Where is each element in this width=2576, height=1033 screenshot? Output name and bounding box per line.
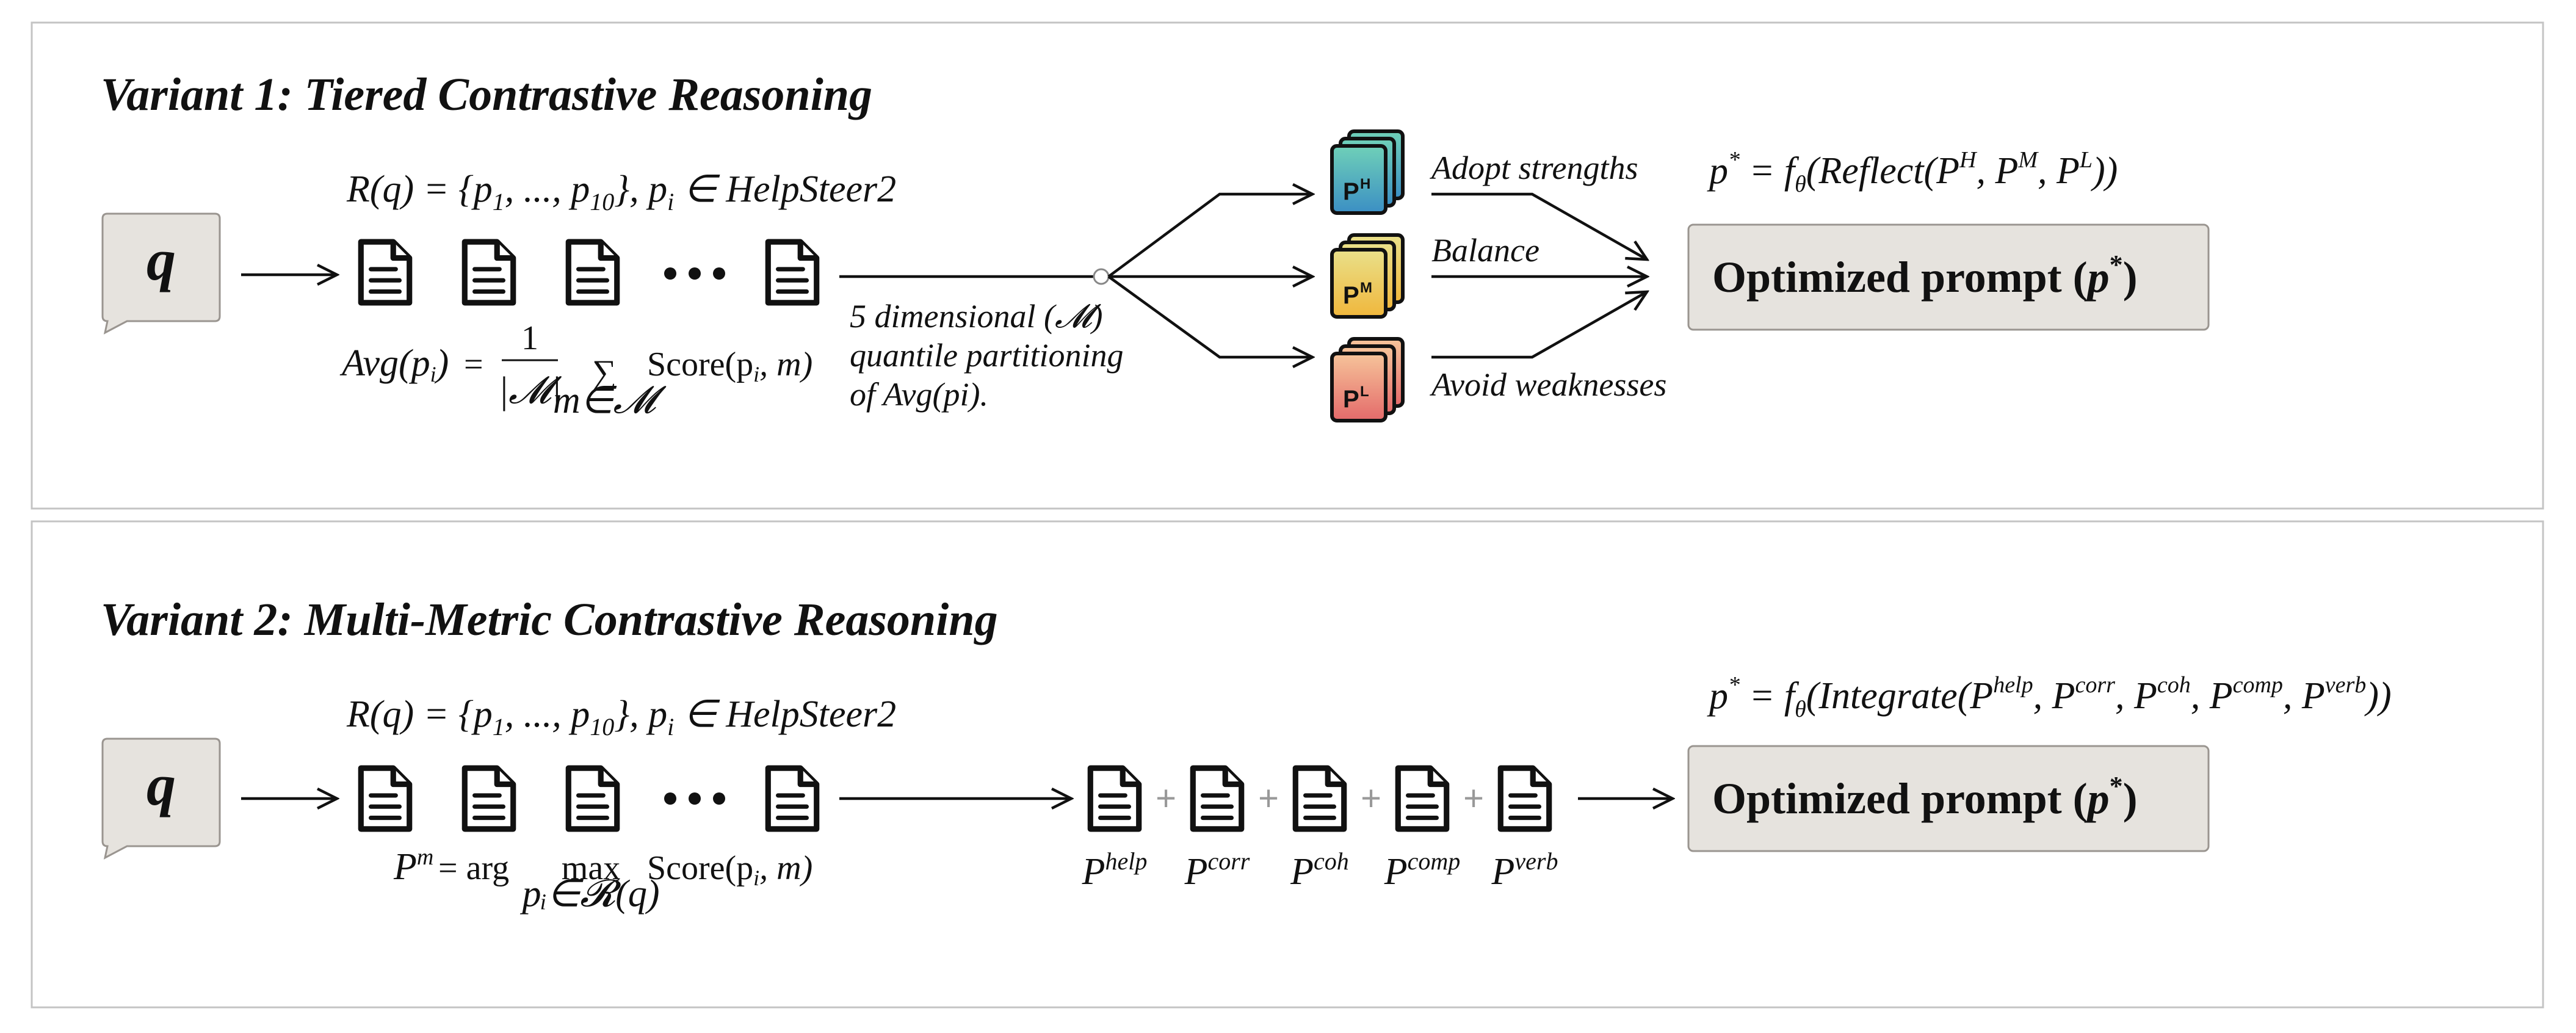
svg-text:Score(pi, m): Score(pi, m) (647, 346, 812, 386)
plus-sign: + (1463, 778, 1484, 818)
partition-hub-node (1093, 268, 1110, 285)
retrieved-doc-icon (768, 242, 816, 303)
tier-high-label: Adopt strengths (1430, 150, 1638, 186)
metric-label-verb: Pverb (1491, 847, 1558, 893)
svg-text:P: P (1343, 386, 1359, 413)
svg-text:1: 1 (521, 319, 538, 357)
retrieved-doc-icon (568, 768, 617, 829)
converge-arrow-high (1431, 192, 1647, 259)
partition-note-line2: quantile partitioning (850, 337, 1124, 374)
metric-label-corr: Pcorr (1184, 847, 1250, 893)
ellipsis-icon (664, 267, 725, 280)
variant2-argmax-formula: Pm = arg max pᵢ∈𝓡(q) Score(pi, m) (393, 844, 812, 915)
plus-sign: + (1156, 778, 1176, 818)
variant2-query-label: q (147, 752, 176, 817)
svg-text:H: H (1360, 176, 1370, 192)
metric-doc-icon (1500, 768, 1549, 829)
svg-text:L: L (1360, 383, 1369, 400)
svg-text:max: max (562, 849, 620, 887)
retrieved-doc-icon (465, 242, 513, 303)
svg-text:∑: ∑ (592, 353, 617, 391)
variant2-optimized-prompt-label: Optimized prompt (p*) (1712, 771, 2138, 823)
branch-arrow-high (1107, 194, 1312, 278)
variant1-reflect-formula: p* = fθ(Reflect(PH, PM, PL)) (1707, 147, 2118, 197)
plus-sign: + (1258, 778, 1279, 818)
retrieved-doc-icon (361, 242, 409, 303)
variant2-query-bubble: q (101, 738, 221, 860)
svg-text:Pm: Pm (393, 844, 433, 888)
retrieved-doc-icon (465, 768, 513, 829)
tier-high-stack-icon: P H (1330, 129, 1405, 215)
variant2-title: Variant 2: Multi-Metric Contrastive Reas… (101, 594, 998, 645)
svg-text:pᵢ∈𝓡(q): pᵢ∈𝓡(q) (519, 873, 659, 915)
branch-arrow-low (1107, 275, 1312, 357)
svg-text:M: M (1360, 280, 1372, 296)
variant2-optimized-prompt-box: Optimized prompt (p*) (1687, 745, 2210, 852)
tier-mid-label: Balance (1431, 232, 1539, 269)
svg-text:m∈𝓜: m∈𝓜 (553, 380, 667, 421)
metric-doc-icon (1090, 768, 1138, 829)
svg-text:Score(pi, m): Score(pi, m) (647, 849, 812, 890)
plus-sign: + (1361, 778, 1381, 818)
metric-doc-icon (1193, 768, 1241, 829)
partition-note-line1: 5 dimensional (𝓜) (850, 298, 1102, 335)
variant1-query-bubble: q (101, 212, 221, 335)
metric-doc-icon (1295, 768, 1344, 829)
svg-text:=: = (464, 346, 483, 383)
metric-label-help: Phelp (1082, 847, 1148, 893)
retrieved-doc-icon (768, 768, 816, 829)
partition-note-line3: of Avg(pi). (850, 376, 988, 413)
svg-text:= arg: = arg (438, 849, 509, 887)
retrieved-doc-icon (568, 242, 617, 303)
svg-text:Avg(pi): Avg(pi) (339, 343, 449, 386)
svg-text:|𝓜|: |𝓜| (498, 370, 562, 411)
variant1-optimized-prompt-label: Optimized prompt (p*) (1712, 250, 2138, 302)
variant1-retrieval-formula: R(q) = {p1, ..., p10}, pi ∈ HelpSteer2 (346, 169, 896, 216)
tier-low-stack-icon: P L (1330, 337, 1405, 422)
metric-label-coh: Pcoh (1290, 847, 1349, 893)
retrieved-doc-icon (361, 768, 409, 829)
ellipsis-icon (664, 792, 725, 805)
variant2-retrieval-formula: R(q) = {p1, ..., p10}, pi ∈ HelpSteer2 (346, 694, 896, 741)
variant1-title: Variant 1: Tiered Contrastive Reasoning (101, 69, 872, 120)
tier-low-label: Avoid weaknesses (1430, 366, 1666, 403)
variant1-optimized-prompt-box: Optimized prompt (p*) (1687, 223, 2210, 331)
svg-text:P: P (1343, 282, 1359, 309)
svg-text:P: P (1343, 178, 1359, 205)
metric-label-comp: Pcomp (1384, 847, 1461, 893)
variant2-integrate-formula: p* = fθ(Integrate(Phelp, Pcorr, Pcoh, Pc… (1707, 672, 2392, 722)
variant1-average-formula: Avg(pi) = 1 |𝓜| ∑ m∈𝓜 Score(pi, m) (339, 319, 812, 421)
metric-doc-icon (1398, 768, 1446, 829)
tier-mid-stack-icon: P M (1330, 233, 1405, 319)
converge-arrow-low (1431, 292, 1647, 359)
variant1-query-label: q (147, 227, 176, 292)
